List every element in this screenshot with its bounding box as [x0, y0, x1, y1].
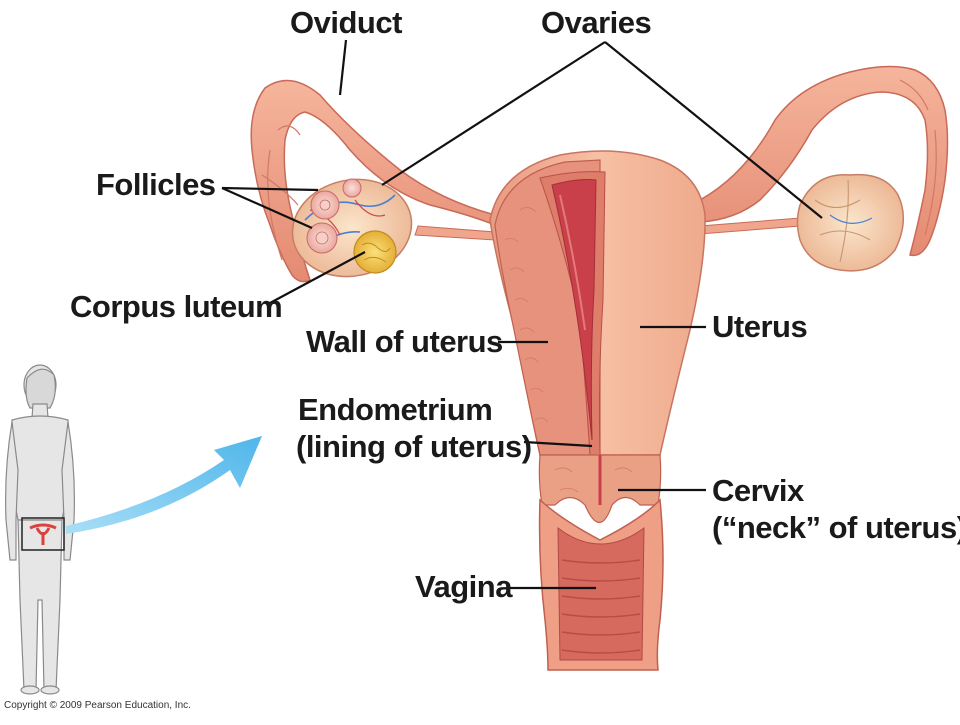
- label-wall-of-uterus: Wall of uterus: [306, 324, 503, 359]
- label-follicles: Follicles: [96, 167, 216, 202]
- oviduct-right: [699, 65, 949, 257]
- label-cervix-sub: (“neck” of uterus): [712, 510, 960, 545]
- label-endometrium-sub: (lining of uterus): [296, 429, 532, 464]
- label-ovaries: Ovaries: [541, 5, 652, 40]
- figure-highlight-box: [21, 517, 65, 551]
- ovary-right: [796, 173, 904, 272]
- leader-corpus-luteum: [269, 251, 366, 304]
- leader-follicles-bottom: [221, 186, 313, 230]
- uterus-body: [489, 150, 706, 456]
- leader-follicles-top: [221, 186, 319, 192]
- leader-oviduct: [338, 39, 348, 96]
- leader-ovaries-left: [381, 41, 606, 186]
- label-oviduct: Oviduct: [290, 5, 402, 40]
- copyright-notice: Copyright © 2009 Pearson Education, Inc.: [4, 700, 191, 711]
- zoom-arrow: [66, 436, 262, 534]
- follicles: [306, 178, 362, 254]
- leader-ovaries-right: [604, 41, 823, 219]
- label-corpus-luteum: Corpus luteum: [70, 289, 283, 324]
- cervix: [538, 454, 662, 524]
- label-cervix: Cervix: [712, 473, 804, 508]
- leader-endometrium: [523, 440, 593, 448]
- label-endometrium: Endometrium: [298, 392, 493, 427]
- label-uterus: Uterus: [712, 309, 808, 344]
- label-vagina: Vagina: [415, 569, 512, 604]
- vagina: [538, 498, 664, 671]
- leader-lines: [221, 39, 823, 590]
- corpus-luteum: [353, 230, 397, 274]
- body-figure: [5, 364, 75, 695]
